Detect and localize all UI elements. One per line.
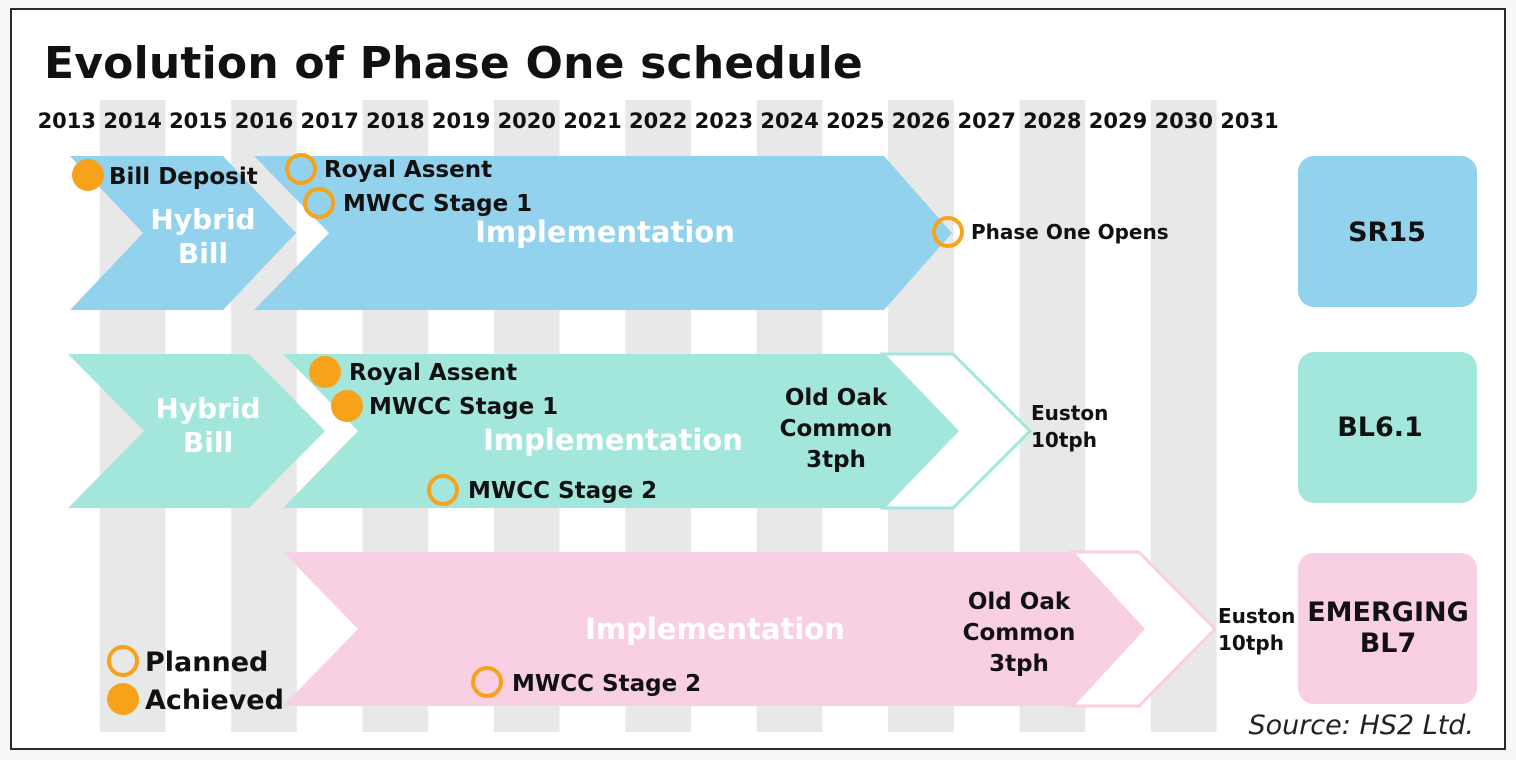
sr15-hybrid-bill-arrow — [70, 156, 296, 310]
legend-planned-marker — [107, 645, 139, 677]
bl61-badge — [1298, 352, 1477, 503]
row-bl61: Hybrid Bill Implementation Royal Assent … — [68, 352, 1477, 510]
year-label-2029: 2029 — [1089, 109, 1147, 133]
bl61-old-oak-label-2: Common — [780, 416, 893, 442]
bl61-old-oak-label: Old Oak — [785, 385, 888, 411]
bl61-badge-label: BL6.1 — [1337, 412, 1423, 443]
bl7-old-oak-label-3: 3tph — [989, 651, 1049, 677]
bl61-royal-assent-label: Royal Assent — [349, 360, 517, 386]
legend-achieved-marker — [107, 683, 139, 715]
legend-planned-label: Planned — [145, 647, 268, 678]
legend-achieved-label: Achieved — [145, 685, 284, 716]
bl61-royal-assent-achieved-marker — [309, 356, 341, 388]
legend: Planned Achieved — [107, 645, 284, 716]
bl61-hybrid-label: Hybrid — [155, 392, 260, 425]
bl61-mwcc-stage1-label: MWCC Stage 1 — [369, 394, 558, 420]
sr15-mwcc-stage1-planned-marker — [303, 187, 335, 219]
bl61-euston-label: Euston — [1031, 401, 1108, 425]
bl61-mwcc-stage2-planned-marker — [427, 474, 459, 506]
year-label-2022: 2022 — [629, 109, 687, 133]
year-label-2031: 2031 — [1220, 109, 1278, 133]
bl61-hybrid-label-2: Bill — [183, 426, 233, 459]
bl61-euston-label-2: 10tph — [1031, 428, 1097, 452]
bl61-hybrid-bill-arrow — [68, 354, 325, 508]
year-label-2019: 2019 — [432, 109, 490, 133]
bl61-old-oak-label-3: 3tph — [806, 447, 866, 473]
year-label-2020: 2020 — [498, 109, 556, 133]
year-label-2025: 2025 — [826, 109, 884, 133]
year-label-2026: 2026 — [892, 109, 950, 133]
year-label-2021: 2021 — [563, 109, 621, 133]
year-label-2024: 2024 — [760, 109, 818, 133]
bl7-implementation-label: Implementation — [585, 612, 845, 646]
sr15-bill-deposit-label: Bill Deposit — [109, 164, 258, 190]
sr15-royal-assent-label: Royal Assent — [324, 157, 492, 183]
bl61-implementation-arrow — [283, 354, 957, 508]
bl7-badge — [1298, 553, 1477, 704]
bl7-old-oak-label-2: Common — [963, 620, 1076, 646]
year-label-2018: 2018 — [366, 109, 424, 133]
sr15-hybrid-label-2: Bill — [178, 237, 228, 270]
sr15-mwcc-stage1-label: MWCC Stage 1 — [343, 191, 532, 217]
year-label-2013: 2013 — [38, 109, 96, 133]
bl61-mwcc-stage1-achieved-marker — [331, 390, 363, 422]
year-axis: 2013 2014 2015 2016 2017 2018 2019 2020 2021 2022… — [38, 109, 1279, 133]
bl7-euston-label-2: 10tph — [1218, 631, 1284, 655]
year-label-2028: 2028 — [1023, 109, 1081, 133]
bl7-mwcc-stage2-label: MWCC Stage 2 — [512, 671, 701, 697]
source-credit: Source: HS2 Ltd. — [1248, 710, 1474, 741]
sr15-phase-one-opens-planned-marker — [932, 216, 964, 248]
sr15-phase-one-opens-label: Phase One Opens — [971, 220, 1169, 244]
bl7-implementation-arrow — [283, 552, 1143, 706]
sr15-hybrid-label: Hybrid — [150, 203, 255, 236]
year-label-2017: 2017 — [300, 109, 358, 133]
row-sr15: Hybrid Bill Implementation Bill Deposit … — [70, 153, 1477, 310]
year-label-2015: 2015 — [169, 109, 227, 133]
bl7-euston-outline-arrow — [1068, 550, 1218, 708]
sr15-badge — [1298, 156, 1477, 307]
bl7-mwcc-stage2-planned-marker — [471, 666, 503, 698]
sr15-badge-label: SR15 — [1348, 217, 1426, 248]
bl61-euston-outline-arrow — [879, 352, 1033, 510]
bl61-implementation-label: Implementation — [483, 423, 743, 457]
year-label-2023: 2023 — [695, 109, 753, 133]
row-bl7: Implementation MWCC Stage 2 Old Oak Comm… — [283, 550, 1477, 708]
sr15-royal-assent-planned-marker — [285, 153, 317, 185]
year-label-2027: 2027 — [957, 109, 1015, 133]
bl7-euston-label: Euston — [1218, 604, 1295, 628]
page-title: Evolution of Phase One schedule — [44, 38, 863, 89]
year-label-2016: 2016 — [235, 109, 293, 133]
bl61-mwcc-stage2-label: MWCC Stage 2 — [468, 478, 657, 504]
bl7-old-oak-label: Old Oak — [968, 589, 1071, 615]
sr15-implementation-arrow — [254, 156, 952, 310]
sr15-implementation-label: Implementation — [475, 215, 735, 249]
bl7-badge-label: EMERGING — [1307, 597, 1469, 628]
sr15-bill-deposit-achieved-marker — [72, 159, 104, 191]
year-label-2014: 2014 — [103, 109, 161, 133]
bl7-badge-label-2: BL7 — [1360, 628, 1417, 659]
year-label-2030: 2030 — [1155, 109, 1213, 133]
